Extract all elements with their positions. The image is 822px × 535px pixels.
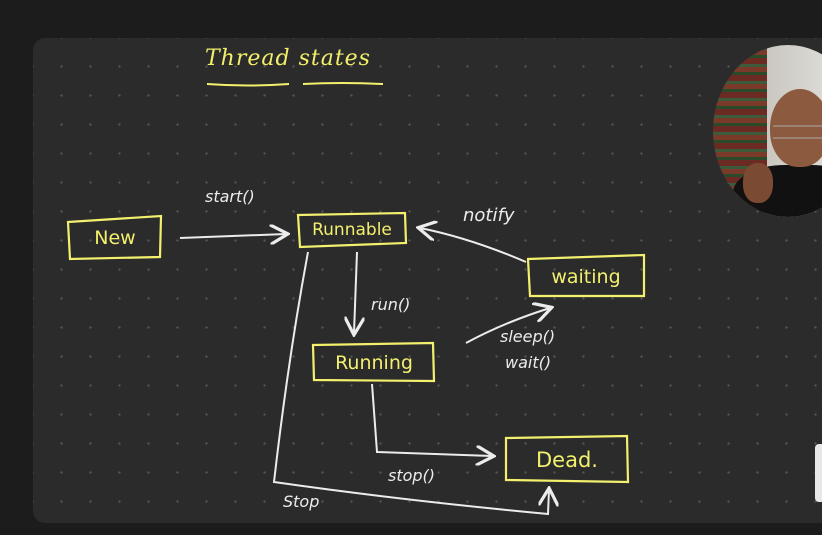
waiting-box [526, 253, 646, 298]
stop-runnable-arrow [272, 251, 549, 516]
stop-running-arrow [371, 383, 492, 456]
sleep-arrow [465, 308, 550, 344]
node-running-label: Running [335, 351, 413, 374]
node-running: Running [316, 345, 432, 380]
node-runnable: Runnable [300, 215, 404, 244]
edge-label-run: run() [371, 295, 411, 314]
start-arrow [179, 234, 286, 238]
new-box [66, 214, 163, 261]
node-new-label: New [94, 227, 136, 249]
edge-label-stop-runnable: Stop [283, 492, 320, 511]
edge-label-start: start() [205, 187, 255, 206]
node-new: New [72, 220, 158, 256]
node-dead: Dead. [508, 439, 626, 480]
edge-label-wait: wait() [505, 353, 552, 372]
title-underline-2 [302, 82, 384, 85]
edge-label-notify: notify [463, 205, 515, 226]
presenter-webcam [713, 45, 822, 217]
dead-box [504, 434, 630, 484]
presenter-hand [743, 163, 773, 203]
run-arrow [354, 251, 357, 333]
side-panel-tab[interactable] [815, 444, 822, 502]
edge-label-stop-running: stop() [388, 466, 436, 485]
presenter-glasses [773, 125, 822, 139]
whiteboard-canvas [33, 38, 822, 523]
title-underline-1 [206, 83, 290, 87]
runnable-box [296, 211, 408, 249]
node-runnable-label: Runnable [312, 219, 392, 240]
notify-arrow [420, 228, 527, 263]
running-box [311, 341, 436, 383]
diagram-title: Thread states [205, 46, 371, 71]
presenter-head [770, 89, 822, 167]
node-waiting: waiting [530, 258, 642, 295]
node-dead-label: Dead. [536, 447, 598, 472]
edge-label-sleep: sleep() [500, 327, 556, 346]
node-waiting-label: waiting [551, 265, 621, 288]
